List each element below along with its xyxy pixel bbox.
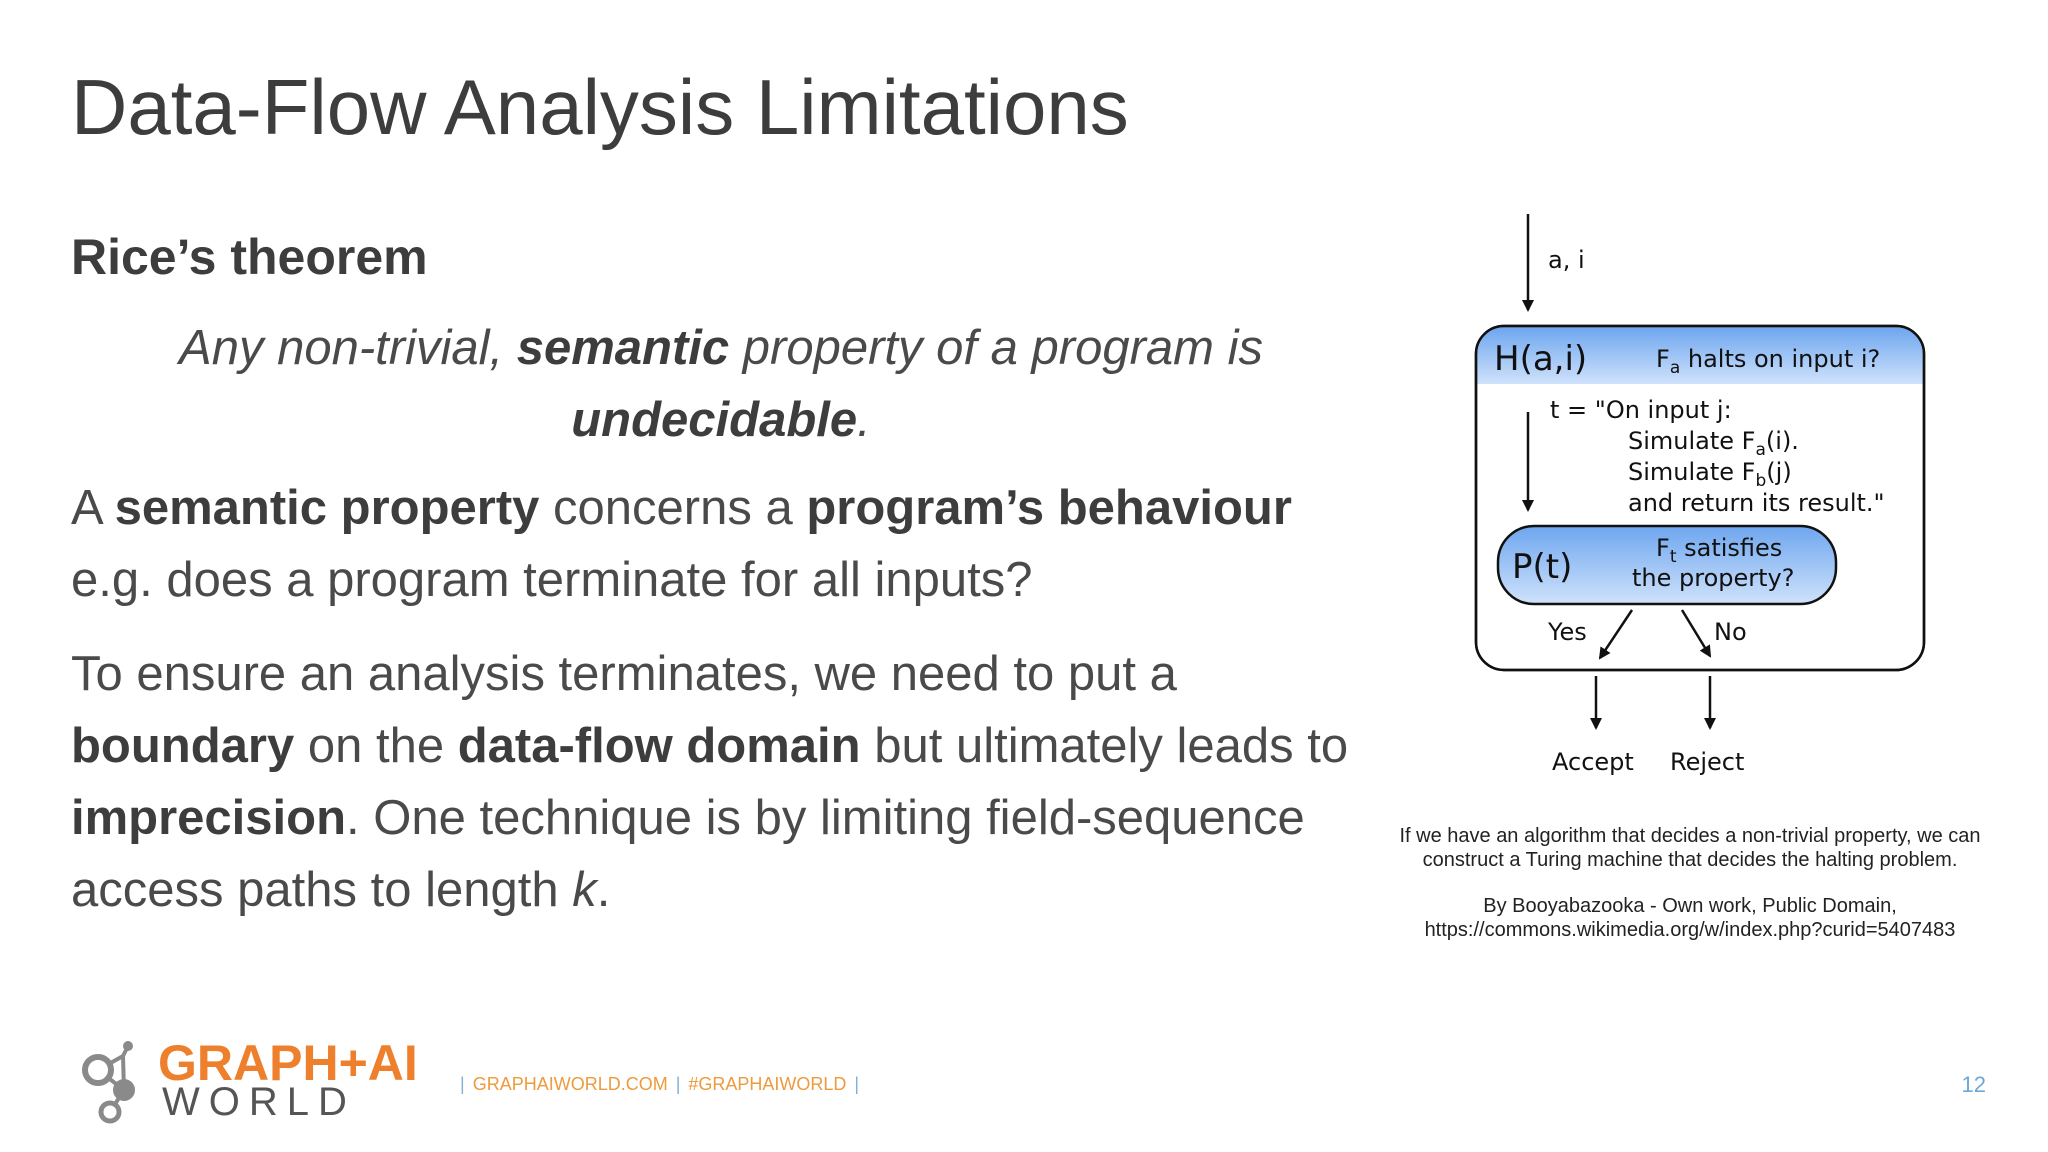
caption-source-link[interactable]: https://commons.wikimedia.org/w/index.ph…: [1424, 919, 1956, 941]
para2-text-4: . One technique is by limiting field-seq…: [71, 791, 1305, 917]
p-box: [1496, 524, 1838, 606]
paragraph-termination: To ensure an analysis terminates, we nee…: [71, 638, 1371, 926]
subheading: Rice’s theorem: [71, 229, 428, 285]
logo-text-graphai: GRAPH+AI: [158, 1035, 418, 1091]
para2-bold-2: data-flow domain: [457, 719, 861, 773]
diagram-caption: If we have an algorithm that decides a n…: [1360, 824, 2020, 942]
para2-text-1: To ensure an analysis terminates, we nee…: [71, 647, 1177, 701]
quote-part-3: .: [857, 393, 871, 447]
para1-text-2: concerns a: [539, 481, 807, 535]
footer-link-site[interactable]: GRAPHAIWORLD.COM: [472, 1074, 668, 1094]
program-line-3-pre: Simulate F: [1628, 458, 1755, 486]
input-label: a, i: [1548, 246, 1585, 274]
graph-nodes-icon: [82, 1041, 135, 1124]
caption-attribution: By Booyabazooka - Own work, Public Domai…: [1483, 895, 1897, 917]
h-label: H(a,i): [1494, 339, 1587, 379]
p-question-2: the property?: [1632, 564, 1795, 592]
program-line-4: and return its result.": [1628, 489, 1885, 517]
quote-bold-undecidable: undecidable: [571, 393, 858, 447]
paragraph-semantic-property: A semantic property concerns a program’s…: [71, 472, 1371, 616]
program-line-2: Simulate Fa(i).: [1628, 427, 1799, 460]
para2-bold-1: boundary: [71, 719, 295, 773]
p-question-f: F: [1656, 534, 1670, 562]
p-question-sub: t: [1670, 547, 1677, 567]
para2-text-2: on the: [294, 719, 458, 773]
h-box-header: [1477, 327, 1923, 384]
para1-text-3: e.g. does a program terminate for all in…: [71, 553, 1033, 607]
reject-label: Reject: [1670, 748, 1744, 776]
p-question-1: Ft satisfies: [1656, 534, 1782, 567]
para2-text-5: .: [596, 863, 611, 917]
para1-text-1: A: [71, 481, 115, 535]
h-question-sub: a: [1670, 358, 1680, 378]
caption-description: If we have an algorithm that decides a n…: [1399, 825, 1981, 871]
para2-text-3: but ultimately leads to: [860, 719, 1349, 773]
h-question-rest: halts on input i?: [1680, 345, 1880, 373]
para1-bold-1: semantic property: [114, 481, 540, 535]
h-question-f: F: [1656, 345, 1670, 373]
slide-title: Data-Flow Analysis Limitations: [71, 63, 1129, 151]
footer-bar-3: |: [854, 1074, 860, 1094]
program-line-2-sub: a: [1755, 440, 1765, 460]
outer-h-box-border: [1474, 324, 1926, 672]
para2-k-italic: k: [572, 863, 597, 917]
logo-text-world: WORLD: [162, 1080, 356, 1124]
yes-label: Yes: [1547, 618, 1587, 646]
para2-bold-3: imprecision: [71, 791, 347, 845]
program-line-3-post: (j): [1766, 458, 1791, 486]
program-line-2-post: (i).: [1766, 427, 1799, 455]
para1-bold-2: program’s behaviour: [806, 481, 1292, 535]
slide-body: Rice’s theorem Any non-trivial, semantic…: [71, 228, 1371, 948]
footer-links: | GRAPHAIWORLD.COM | #GRAPHAIWORLD |: [452, 1074, 867, 1095]
program-line-3: Simulate Fb(j): [1628, 458, 1792, 491]
yes-arrow: [1598, 609, 1634, 660]
p-label: P(t): [1512, 547, 1572, 587]
h-question: Fa halts on input i?: [1656, 345, 1880, 378]
no-arrow: [1680, 609, 1712, 658]
graphaiworld-logo: GRAPH+AI WORLD: [78, 1034, 438, 1124]
theorem-quote: Any non-trivial, semantic property of a …: [71, 312, 1371, 456]
footer-link-hashtag[interactable]: #GRAPHAIWORLD: [688, 1074, 847, 1094]
footer-bar-2: |: [675, 1074, 681, 1094]
program-line-3-sub: b: [1755, 471, 1766, 491]
accept-label: Accept: [1552, 748, 1634, 776]
quote-part-2: property of a program is: [729, 321, 1263, 375]
program-line-1: t = "On input j:: [1550, 396, 1732, 424]
footer-bar-1: |: [460, 1074, 465, 1094]
halting-diagram: a, i H(a,i) Fa halts on input i? t = "On…: [1474, 214, 1926, 776]
no-label: No: [1714, 618, 1747, 646]
quote-part-1: Any non-trivial,: [179, 321, 517, 375]
quote-bold-semantic: semantic: [516, 321, 730, 375]
p-question-rest: satisfies: [1676, 534, 1782, 562]
page-number: 12: [1961, 1072, 1986, 1097]
program-line-2-pre: Simulate F: [1628, 427, 1755, 455]
